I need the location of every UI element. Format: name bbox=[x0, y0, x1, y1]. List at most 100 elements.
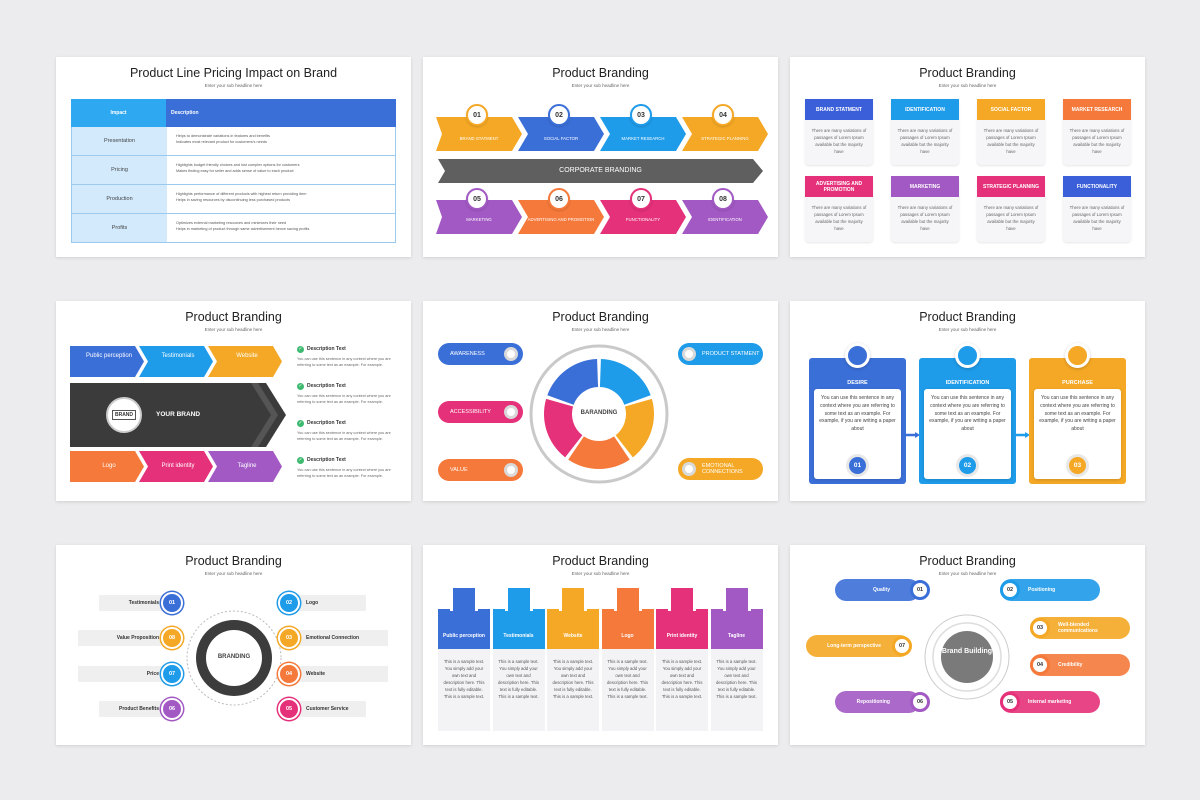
column-icon bbox=[559, 585, 587, 611]
pill-label: EMOTIONAL CONNECTIONS bbox=[702, 462, 743, 475]
step-body: You can use this sentence in any context… bbox=[1039, 395, 1116, 432]
cycle-segment bbox=[544, 398, 583, 458]
center-label: CORPORATE BRANDING bbox=[559, 167, 642, 174]
column-header bbox=[601, 609, 654, 649]
factor-pill: Quality bbox=[835, 579, 920, 601]
node-number: 08 bbox=[161, 627, 183, 649]
pill-dot-icon bbox=[504, 347, 518, 361]
chevron-arrow bbox=[600, 200, 686, 234]
description-line: Helps in marketing of product through sa… bbox=[176, 227, 310, 232]
chevron-arrow bbox=[70, 346, 144, 377]
column-icon bbox=[722, 585, 751, 611]
description-body: You can use this sentence in any context… bbox=[297, 394, 391, 405]
feature-pill: VALUE bbox=[438, 459, 523, 481]
card-header: MARKET RESEARCH bbox=[1063, 99, 1131, 120]
slide-title: Product Line Pricing Impact on Brand bbox=[129, 66, 338, 80]
slide-subtitle: Enter your sub headline here bbox=[938, 571, 997, 576]
info-card: ADVERTISING AND PROMOTION There are many … bbox=[805, 176, 873, 242]
feature-pill: ACCESSIBILITY bbox=[438, 401, 523, 423]
card-header: IDENTIFICATION bbox=[891, 99, 959, 120]
node-number: 02 bbox=[278, 592, 300, 614]
table-row: Production Highlights performance of diff… bbox=[71, 185, 396, 214]
factor-pill: Internal marketing bbox=[1000, 691, 1100, 713]
column-text: This is a sample text. You simply add yo… bbox=[606, 659, 648, 700]
step-number-badge: 08 bbox=[712, 188, 734, 210]
chevron-arrow bbox=[436, 117, 522, 151]
card-body: There are many variations of passages of… bbox=[1069, 128, 1125, 154]
bottom-arrow-label: Logo bbox=[102, 463, 116, 469]
factor-pill: Repositioning bbox=[835, 691, 920, 713]
chevron-arrow bbox=[518, 200, 604, 234]
description-line: Highlights performance of different prod… bbox=[176, 192, 307, 196]
card-header: ADVERTISING AND PROMOTION bbox=[805, 176, 873, 197]
description-line: Helps in saving resources by discontinui… bbox=[176, 198, 290, 203]
step-number-badge: 04 bbox=[712, 104, 734, 126]
description-line: Makes finding easy for seller and adds s… bbox=[176, 169, 294, 174]
slide-title: Product Branding bbox=[919, 310, 1016, 324]
step-body: You can use this sentence in any context… bbox=[929, 395, 1006, 432]
cycle-center bbox=[574, 389, 624, 439]
column-text: This is a sample text. You simply add yo… bbox=[552, 659, 594, 700]
slide-subtitle: Enter your sub headline here bbox=[938, 327, 997, 332]
step-number-badge: 02 bbox=[956, 454, 979, 477]
pill-dot-icon bbox=[682, 347, 696, 361]
description-cell: Optimizes external marketing resources a… bbox=[172, 220, 392, 232]
description-body: You can use this sentence in any context… bbox=[297, 468, 391, 479]
description-title: Description Text bbox=[307, 346, 346, 352]
card-body: There are many variations of passages of… bbox=[897, 128, 953, 154]
description-line: Optimizes external marketing resources a… bbox=[176, 221, 287, 225]
chevron-arrow bbox=[70, 451, 144, 482]
column-label: Website bbox=[563, 633, 583, 639]
chevron-flow bbox=[436, 117, 768, 234]
description-body: You can use this sentence in any context… bbox=[297, 357, 391, 368]
hub-outer-ring bbox=[924, 614, 1010, 700]
column-header bbox=[438, 609, 490, 649]
bottom-arrow-label: Print identity bbox=[161, 463, 195, 469]
column-label: Logo bbox=[621, 633, 634, 639]
card-header: FUNCTIONALITY bbox=[1063, 176, 1131, 197]
factor-number: 01 bbox=[910, 580, 930, 600]
center-label: BRANDING bbox=[217, 654, 251, 660]
step-label: BRAND STATMENT bbox=[459, 136, 499, 141]
factor-number: 07 bbox=[892, 636, 912, 656]
cycle-diagram bbox=[529, 344, 669, 484]
slide-title: Product Branding bbox=[185, 310, 282, 324]
step-icon bbox=[1065, 343, 1090, 368]
impact-cell: Production bbox=[72, 185, 167, 213]
description-line: Highlights budget friendly choices and l… bbox=[176, 163, 300, 167]
chevron-arrow bbox=[682, 200, 768, 234]
slide-title: Product Branding bbox=[919, 554, 1016, 568]
column-label: Testimonials bbox=[503, 633, 534, 639]
card-body: There are many variations of passages of… bbox=[811, 205, 867, 231]
node-number: 01 bbox=[161, 592, 183, 614]
factor-pill: Positioning bbox=[1000, 579, 1100, 601]
column-header bbox=[547, 609, 599, 649]
center-band bbox=[438, 159, 763, 183]
step-body: You can use this sentence in any context… bbox=[819, 395, 896, 432]
check-icon: ✓ bbox=[297, 420, 304, 427]
feature-pill: AWARENESS bbox=[438, 343, 523, 365]
column-header bbox=[710, 609, 763, 649]
cycle-segment bbox=[568, 436, 630, 469]
node-number: 07 bbox=[161, 663, 183, 685]
info-card: IDENTIFICATION There are many variations … bbox=[891, 99, 959, 165]
step-number-badge: 06 bbox=[548, 188, 570, 210]
pill-label: ACCESSIBILITY bbox=[450, 409, 491, 415]
column-text: This is a sample text. You simply add yo… bbox=[661, 659, 703, 700]
factor-number: 02 bbox=[1000, 580, 1020, 600]
slide-subtitle: Enter your sub headline here bbox=[571, 327, 630, 332]
brand-arrows bbox=[70, 346, 286, 482]
